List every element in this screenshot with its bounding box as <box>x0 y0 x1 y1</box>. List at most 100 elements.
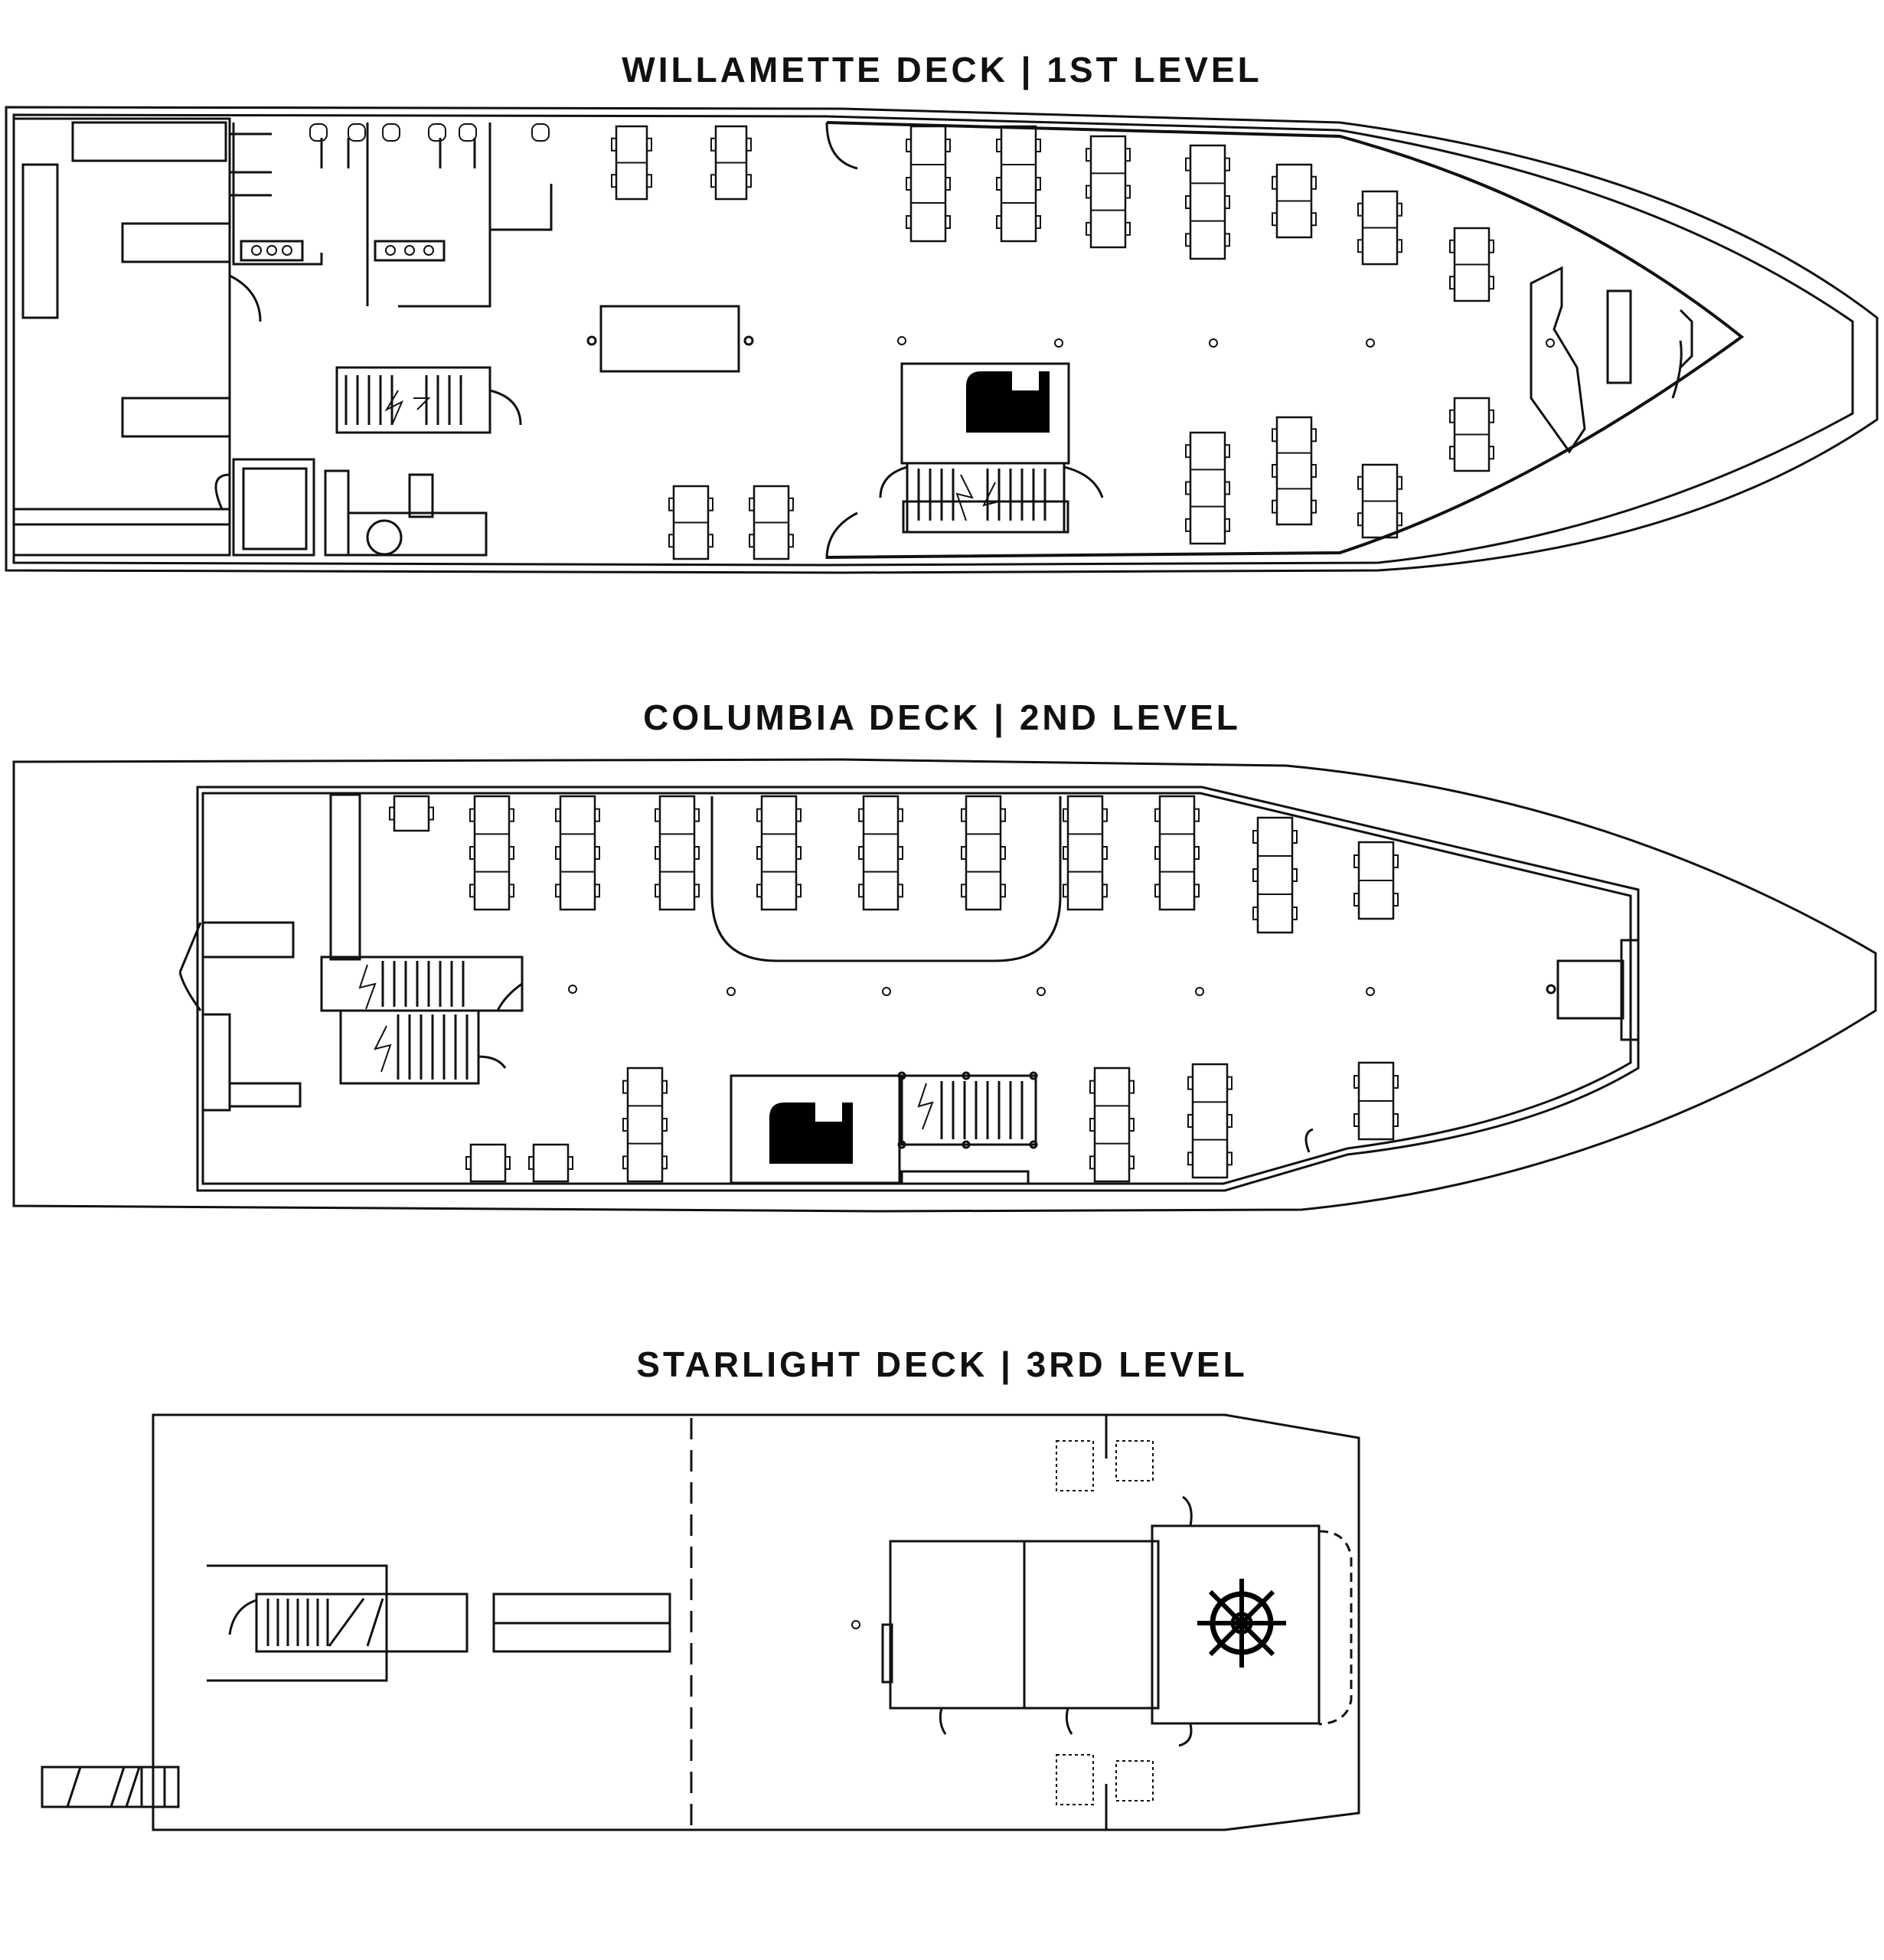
chair-icon <box>1125 148 1131 162</box>
chair-icon <box>622 1118 629 1132</box>
chair-icon <box>1393 893 1399 906</box>
chair-icon <box>795 846 802 860</box>
chair-icon <box>1393 1113 1399 1127</box>
table-icon <box>760 795 798 911</box>
chair-icon <box>1063 884 1069 898</box>
chair-icon <box>1396 239 1402 253</box>
chair-icon <box>661 1080 668 1094</box>
door-icon <box>825 122 858 170</box>
table-icon <box>658 795 696 911</box>
chair-icon <box>996 177 1002 191</box>
chair-icon <box>996 139 1002 152</box>
chair-icon <box>1357 239 1363 253</box>
chair-icon <box>1154 808 1161 822</box>
chair-icon <box>1063 846 1069 860</box>
door-icon <box>1671 340 1683 399</box>
chair-icon <box>1291 906 1298 920</box>
chair-icon <box>1311 212 1317 227</box>
chair-icon <box>1000 808 1006 822</box>
chair-icon <box>1125 185 1131 199</box>
chair-icon <box>528 1156 534 1170</box>
chair-icon <box>1125 221 1131 236</box>
chair-icon <box>1224 195 1230 209</box>
staircase-icon <box>897 1071 1038 1149</box>
chair-icon <box>996 215 1002 229</box>
chair-group <box>749 497 794 548</box>
chair-icon <box>1128 1080 1135 1094</box>
chair-icon <box>1224 444 1230 459</box>
willamette-hull-inner <box>12 113 1854 567</box>
door-icon <box>825 511 858 560</box>
door-icon <box>229 274 262 322</box>
chair-icon <box>508 808 514 822</box>
chair-icon <box>906 177 912 191</box>
chair-icon <box>1089 1118 1095 1132</box>
staircase-icon <box>335 366 522 434</box>
chair-icon <box>508 884 514 898</box>
columbia-hull-outer <box>12 758 1877 1213</box>
chair-icon <box>661 1118 668 1132</box>
chair-icon <box>1353 1113 1360 1127</box>
chair-group <box>1272 175 1317 227</box>
chair-icon <box>749 534 755 548</box>
chair-icon <box>897 884 903 898</box>
chair-icon <box>1311 175 1317 190</box>
chair-icon <box>1252 830 1259 844</box>
chair-icon <box>622 1155 629 1170</box>
table-icon <box>1189 431 1226 545</box>
chair-icon <box>1063 808 1069 822</box>
chair-group <box>611 137 652 188</box>
chair-icon <box>961 884 967 898</box>
chair-icon <box>756 884 762 898</box>
table-icon <box>1189 144 1226 260</box>
chair-group <box>756 808 802 898</box>
chair-icon <box>707 497 713 511</box>
chair-icon <box>1154 884 1161 898</box>
chair-icon <box>1449 446 1455 460</box>
chair-icon <box>858 808 864 822</box>
toilet-icon <box>309 123 328 142</box>
table-icon <box>862 795 900 911</box>
chair-group <box>1357 475 1402 527</box>
chair-icon <box>906 139 912 152</box>
chair-icon <box>1353 893 1360 906</box>
willamette-round-fixture <box>366 519 403 556</box>
chair-icon <box>668 497 674 511</box>
chair-icon <box>567 1156 573 1170</box>
willamette-hull-outer <box>5 106 1879 574</box>
chair-group <box>622 1080 668 1170</box>
table-icon <box>626 1067 664 1183</box>
deck-title-willamette: WILLAMETTE DECK | 1ST LEVEL <box>622 50 1262 90</box>
table-icon <box>965 795 1002 911</box>
chair-icon <box>1086 185 1092 199</box>
table-icon <box>532 1143 570 1183</box>
table-icon <box>1000 125 1037 243</box>
chair-icon <box>1089 1080 1095 1094</box>
chair-icon <box>594 808 600 822</box>
chair-group <box>389 806 434 821</box>
chair-group <box>906 139 951 229</box>
chair-icon <box>1396 475 1402 490</box>
chair-icon <box>707 534 713 548</box>
columbia-deck-plan <box>12 758 1877 1213</box>
chair-icon <box>756 846 762 860</box>
chair-icon <box>1449 276 1455 290</box>
staircase-icon <box>207 1564 469 1682</box>
columbia-cabin-wall-inner <box>201 792 1632 1185</box>
chair-icon <box>668 534 674 548</box>
chair-icon <box>1086 148 1092 162</box>
chair-group <box>1185 444 1230 532</box>
chair-icon <box>622 1080 629 1094</box>
columbia-cabin-wall-outer <box>196 786 1640 1192</box>
chair-icon <box>694 884 700 898</box>
chair-icon <box>611 174 617 188</box>
table-icon <box>473 795 511 911</box>
chair-icon <box>1393 1075 1399 1089</box>
chair-group <box>1357 202 1402 253</box>
chair-icon <box>1035 215 1041 229</box>
chair-icon <box>555 884 561 898</box>
chair-group <box>1187 1076 1233 1166</box>
chair-group <box>710 137 752 188</box>
toilet-icon <box>382 123 400 142</box>
chair-icon <box>594 884 600 898</box>
